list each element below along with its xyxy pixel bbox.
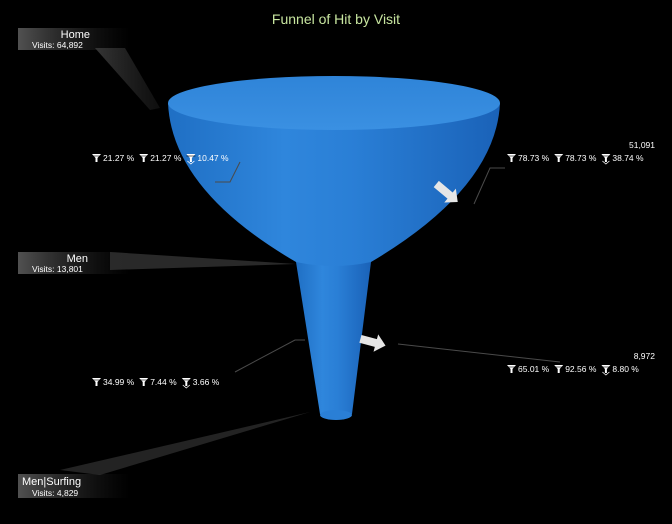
- arrow-icon: [359, 334, 386, 352]
- arrow-icon: [433, 180, 458, 203]
- dropoff-men-pct-0: 65.01 %: [518, 364, 550, 374]
- dropoff2-leader: [397, 343, 561, 363]
- funnel-down-icon: [601, 365, 611, 376]
- funnel-top: [168, 76, 500, 130]
- chart-title: Funnel of Hit by Visit: [272, 11, 400, 27]
- stage-label-surfing: Men|Surfing Visits: 4,829: [18, 474, 130, 498]
- funnel-icon: [139, 154, 149, 162]
- funnel-down-icon: [601, 154, 611, 165]
- stage-visits-men: Visits: 13,801: [32, 264, 83, 274]
- dropoff-men-count: 8,972: [634, 351, 656, 361]
- funnel-spout: [296, 262, 371, 417]
- dropoff1-leader: [473, 167, 505, 205]
- conversion-men-surfing-pct-1: 7.44 %: [150, 377, 177, 387]
- stage-name-men: Men: [67, 253, 88, 265]
- funnel-icon: [554, 365, 564, 373]
- dropoff-home-pct-2: 38.74 %: [612, 153, 644, 163]
- funnel-icon: [554, 154, 564, 162]
- conversion-home-men-pct-1: 21.27 %: [150, 153, 182, 163]
- men-leader: [110, 252, 296, 270]
- stage-label-men: Men Visits: 13,801: [18, 252, 130, 274]
- funnel-cone: [168, 103, 500, 266]
- conversion-home-men-pct-0: 21.27 %: [103, 153, 135, 163]
- stage-label-home: Home Visits: 64,892: [18, 28, 130, 50]
- dropoff-home-count: 51,091: [629, 140, 655, 150]
- stage-visits-home: Visits: 64,892: [32, 40, 83, 50]
- conv2-leader: [234, 339, 305, 373]
- conversion-men-surfing-pct-2: 3.66 %: [193, 377, 220, 387]
- dropoff-home-pct-1: 78.73 %: [565, 153, 597, 163]
- funnel-spout-bottom: [320, 410, 352, 420]
- conversion-home-men-pct-2: 10.47 %: [197, 153, 229, 163]
- surfing-leader: [60, 412, 310, 475]
- funnel-icon: [139, 378, 149, 386]
- stage-visits-surfing: Visits: 4,829: [32, 488, 78, 498]
- stage-name-surfing: Men|Surfing: [22, 476, 81, 488]
- funnel-icon: [92, 154, 101, 162]
- dropoff-home-pct-0: 78.73 %: [518, 153, 550, 163]
- home-leader: [95, 48, 160, 110]
- funnel-down-icon: [181, 378, 191, 389]
- funnel-icon: [92, 378, 101, 386]
- funnel-icon: [507, 365, 516, 373]
- dropoff-men-pct-1: 92.56 %: [565, 364, 597, 374]
- stage-name-home: Home: [61, 29, 90, 41]
- dropoff-men-pct-2: 8.80 %: [612, 364, 639, 374]
- funnel-down-icon: [186, 154, 196, 165]
- funnel-icon: [507, 154, 516, 162]
- conversion-men-surfing-pct-0: 34.99 %: [103, 377, 135, 387]
- conv1-leader: [215, 161, 241, 183]
